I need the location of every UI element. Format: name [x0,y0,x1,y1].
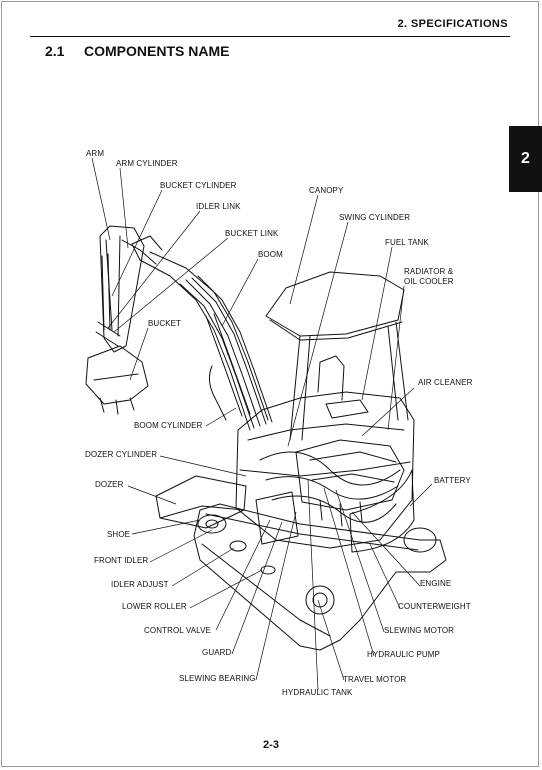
label-dozer: DOZER [95,480,124,489]
label-guard: GUARD [202,648,232,657]
label-arm: ARM [86,149,105,158]
label-control-valve: CONTROL VALVE [144,626,211,635]
leader-arm [91,157,111,241]
label-fuel-tank: FUEL TANK [385,238,429,247]
label-lower-roller: LOWER ROLLER [122,602,187,611]
leader-canopy [289,194,319,305]
leader-bucket [129,327,149,381]
label-swing-cylinder: SWING CYLINDER [339,213,411,222]
leader-counterweight [369,543,401,609]
section-number: 2.1 [45,43,65,59]
label-boom: BOOM [258,250,283,259]
label-idler-adjust: IDLER ADJUST [111,580,169,589]
chapter-heading: 2. SPECIFICATIONS [397,18,508,30]
label-bucket-link: BUCKET LINK [225,229,279,238]
label-arm-cylinder: ARM CYLINDER [116,159,178,168]
leader-travel-motor [317,599,345,681]
label-bucket-cylinder: BUCKET CYLINDER [160,181,237,190]
canopy-roof [265,271,405,337]
leader-idler-adjust [171,547,235,587]
upper-frame [235,391,415,549]
leader-front-idler [149,529,213,563]
label-hydraulic-pump: HYDRAULIC PUMP [367,650,440,659]
label-boom-cylinder: BOOM CYLINDER [134,421,203,430]
leader-hydraulic-pump [323,487,375,657]
leader-swing-cylinder [287,221,349,447]
leader-boom [221,258,259,327]
label-dozer-cylinder: DOZER CYLINDER [85,450,158,459]
leader-bucket-cylinder [111,189,163,297]
leader-dozer [127,485,177,505]
bucket [85,345,149,405]
leader-slewing-motor [335,489,385,633]
label-hydraulic-tank: HYDRAULIC TANK [282,688,353,697]
leader-arm-cylinder [119,167,129,249]
track [193,503,447,651]
leader-air-cleaner [361,387,415,437]
leader-shoe [131,519,201,535]
leader-engine [351,511,421,587]
dozer-blade [155,475,247,529]
chapter-tab[interactable]: 2 [509,126,542,192]
label-air-cleaner: AIR CLEANER [418,378,473,387]
label-radiator-line1: RADIATOR & [404,267,454,276]
section-title: COMPONENTS NAME [84,43,230,59]
label-shoe: SHOE [107,530,131,539]
leader-lower-roller [189,569,263,609]
boom [139,259,251,431]
arm [99,225,145,353]
label-front-idler: FRONT IDLER [94,556,149,565]
leader-guard [231,521,283,655]
leader-boom-cylinder [205,407,237,427]
label-counterweight: COUNTERWEIGHT [398,602,471,611]
label-engine: ENGINE [420,579,452,588]
header-rule [30,36,510,37]
leader-slewing-bearing [255,511,297,681]
label-slewing-motor: SLEWING MOTOR [384,626,455,635]
leader-bucket-link [113,237,229,333]
leader-battery [409,483,433,507]
label-travel-motor: TRAVEL MOTOR [343,675,407,684]
leader-idler-link [107,210,201,329]
leader-control-valve [215,519,271,631]
label-canopy: CANOPY [309,186,344,195]
leader-dozer-cylinder [159,455,247,477]
leader-fuel-tank [361,246,393,401]
leader-hydraulic-tank [307,479,319,691]
label-slewing-bearing: SLEWING BEARING [179,674,256,683]
page-number: 2-3 [263,739,279,751]
leader-radiator [387,285,405,431]
label-battery: BATTERY [434,476,471,485]
label-radiator-line2: OIL COOLER [404,277,454,286]
label-idler-link: IDLER LINK [196,202,241,211]
label-bucket: BUCKET [148,319,182,328]
